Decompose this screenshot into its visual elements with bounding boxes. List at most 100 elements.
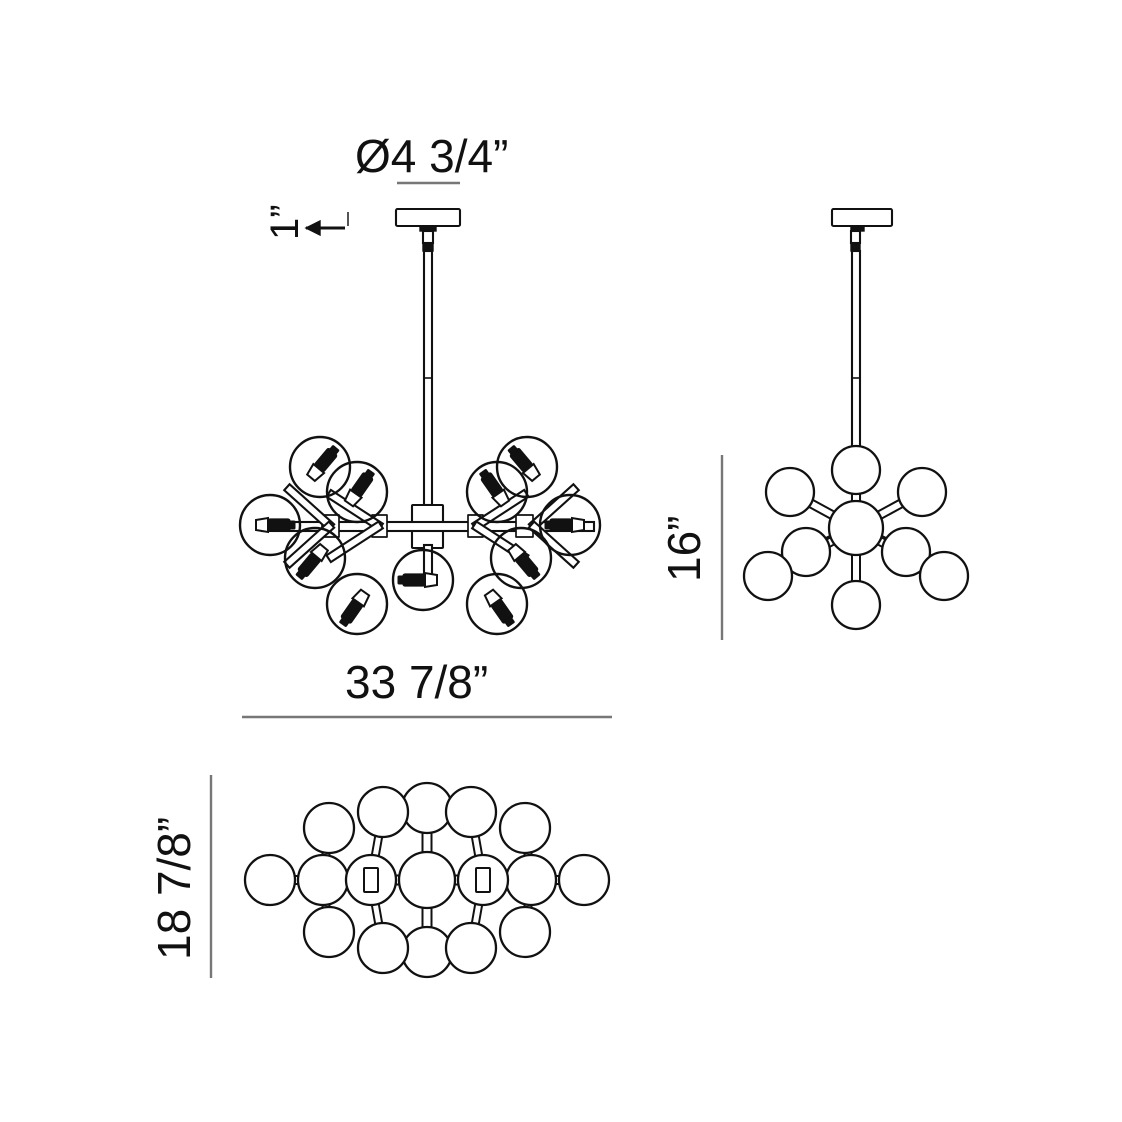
globe-outline: [283, 526, 347, 590]
plan-node-group: [363, 867, 491, 893]
globe-outline: [465, 572, 529, 636]
side-canopy: [830, 207, 894, 228]
front-globe-2: [283, 526, 347, 590]
canopy-height-label: 1”: [263, 204, 307, 240]
front-stem-coupler: [421, 229, 435, 245]
plan-globe-11: [498, 905, 552, 959]
side-globe-2: [896, 466, 948, 518]
dimension-overall-width: 33 7/8”: [242, 656, 612, 719]
front-globe-1: [288, 435, 352, 499]
bulb-socket: [483, 588, 515, 627]
socket-neck: [287, 520, 296, 530]
front-arm-down-left-inner: [325, 520, 385, 564]
bulb-socket: [305, 445, 340, 483]
bulb-glass: [483, 588, 504, 608]
front-stem-joint-upper: [422, 242, 434, 252]
dimension-fixture-depth: 16”: [658, 455, 724, 640]
socket-neck: [397, 575, 406, 585]
plan-globe-0: [400, 781, 454, 835]
plan-globe-4: [296, 853, 350, 907]
side-globe-5: [830, 579, 882, 631]
globe-outline: [538, 493, 602, 557]
bulb-socket: [339, 588, 371, 627]
side-globe-4: [880, 526, 932, 578]
front-globe-7: [465, 572, 529, 636]
bulb-glass: [571, 516, 585, 534]
bulb-socket: [506, 542, 541, 580]
front-globe-8: [495, 435, 559, 499]
plan-globe-12: [356, 785, 410, 839]
front-elevation-view: [238, 207, 602, 636]
socket-neck: [295, 569, 307, 580]
bulb-socket: [255, 516, 296, 534]
side-center-hub: [827, 499, 885, 557]
bulb-glass: [490, 488, 511, 508]
dimension-overall-height: 18 7/8”: [148, 775, 213, 978]
bulb-glass: [305, 462, 326, 483]
front-globe-10: [538, 493, 602, 557]
dimension-canopy-diameter: Ø4 3/4”: [355, 130, 508, 185]
bulb-socket: [397, 571, 438, 589]
side-stem-joint-upper: [850, 242, 861, 252]
side-stem-coupler: [849, 229, 862, 245]
socket-body: [549, 518, 573, 532]
bulb-socket: [479, 469, 511, 508]
plan-globe-3: [557, 853, 611, 907]
globe-outline: [391, 548, 455, 612]
socket-neck: [529, 569, 541, 580]
plan-globe-15: [444, 921, 498, 975]
side-globe-1: [764, 466, 816, 518]
side-globe-6: [742, 550, 794, 602]
bulb-glass: [521, 462, 542, 483]
globe-outline: [489, 526, 553, 590]
side-elevation-view: [742, 207, 970, 631]
fixture-depth-label: 16”: [658, 516, 710, 582]
plan-globe-2: [243, 853, 297, 907]
front-globe-3: [325, 460, 389, 524]
socket-body: [267, 518, 291, 532]
plan-globe-8: [302, 801, 356, 855]
socket-neck: [507, 445, 519, 456]
bulb-glass: [424, 571, 438, 589]
dimension-canopy-height: 1”: [263, 204, 349, 240]
plan-bottom-view: [243, 781, 611, 979]
front-globe-4: [325, 572, 389, 636]
globe-outline: [325, 460, 389, 524]
front-globe-9: [489, 526, 553, 590]
plan-globe-1: [400, 925, 454, 979]
socket-neck: [479, 469, 491, 480]
socket-neck: [339, 616, 351, 627]
front-globe-group: [238, 435, 602, 636]
plan-globe-14: [356, 921, 410, 975]
socket-body: [402, 573, 426, 587]
front-globe-6: [465, 460, 529, 524]
socket-neck: [503, 616, 515, 627]
front-globe-0: [238, 493, 302, 557]
bulb-glass: [506, 542, 527, 563]
plan-globe-5: [504, 853, 558, 907]
globe-outline: [288, 435, 352, 499]
bulb-glass: [350, 588, 371, 608]
globe-outline: [495, 435, 559, 499]
bulb-socket: [507, 445, 542, 483]
canopy-diameter-label: Ø4 3/4”: [355, 130, 508, 182]
socket-neck: [544, 520, 553, 530]
bulb-socket: [343, 469, 375, 508]
socket-neck: [328, 445, 340, 456]
side-globe-0: [830, 444, 882, 496]
plan-node-0: [363, 867, 379, 893]
side-globe-group: [742, 444, 970, 631]
front-globe-5: [391, 548, 455, 612]
side-globe-3: [780, 526, 832, 578]
bulb-glass: [255, 516, 269, 534]
plan-node-1: [475, 867, 491, 893]
plan-globe-group: [243, 781, 611, 979]
bulb-glass: [309, 542, 330, 563]
plan-globe-13: [444, 785, 498, 839]
plan-center-hub: [397, 850, 457, 910]
plan-globe-9: [498, 801, 552, 855]
globe-outline: [238, 493, 302, 557]
side-globe-7: [918, 550, 970, 602]
socket-neck: [363, 469, 375, 480]
